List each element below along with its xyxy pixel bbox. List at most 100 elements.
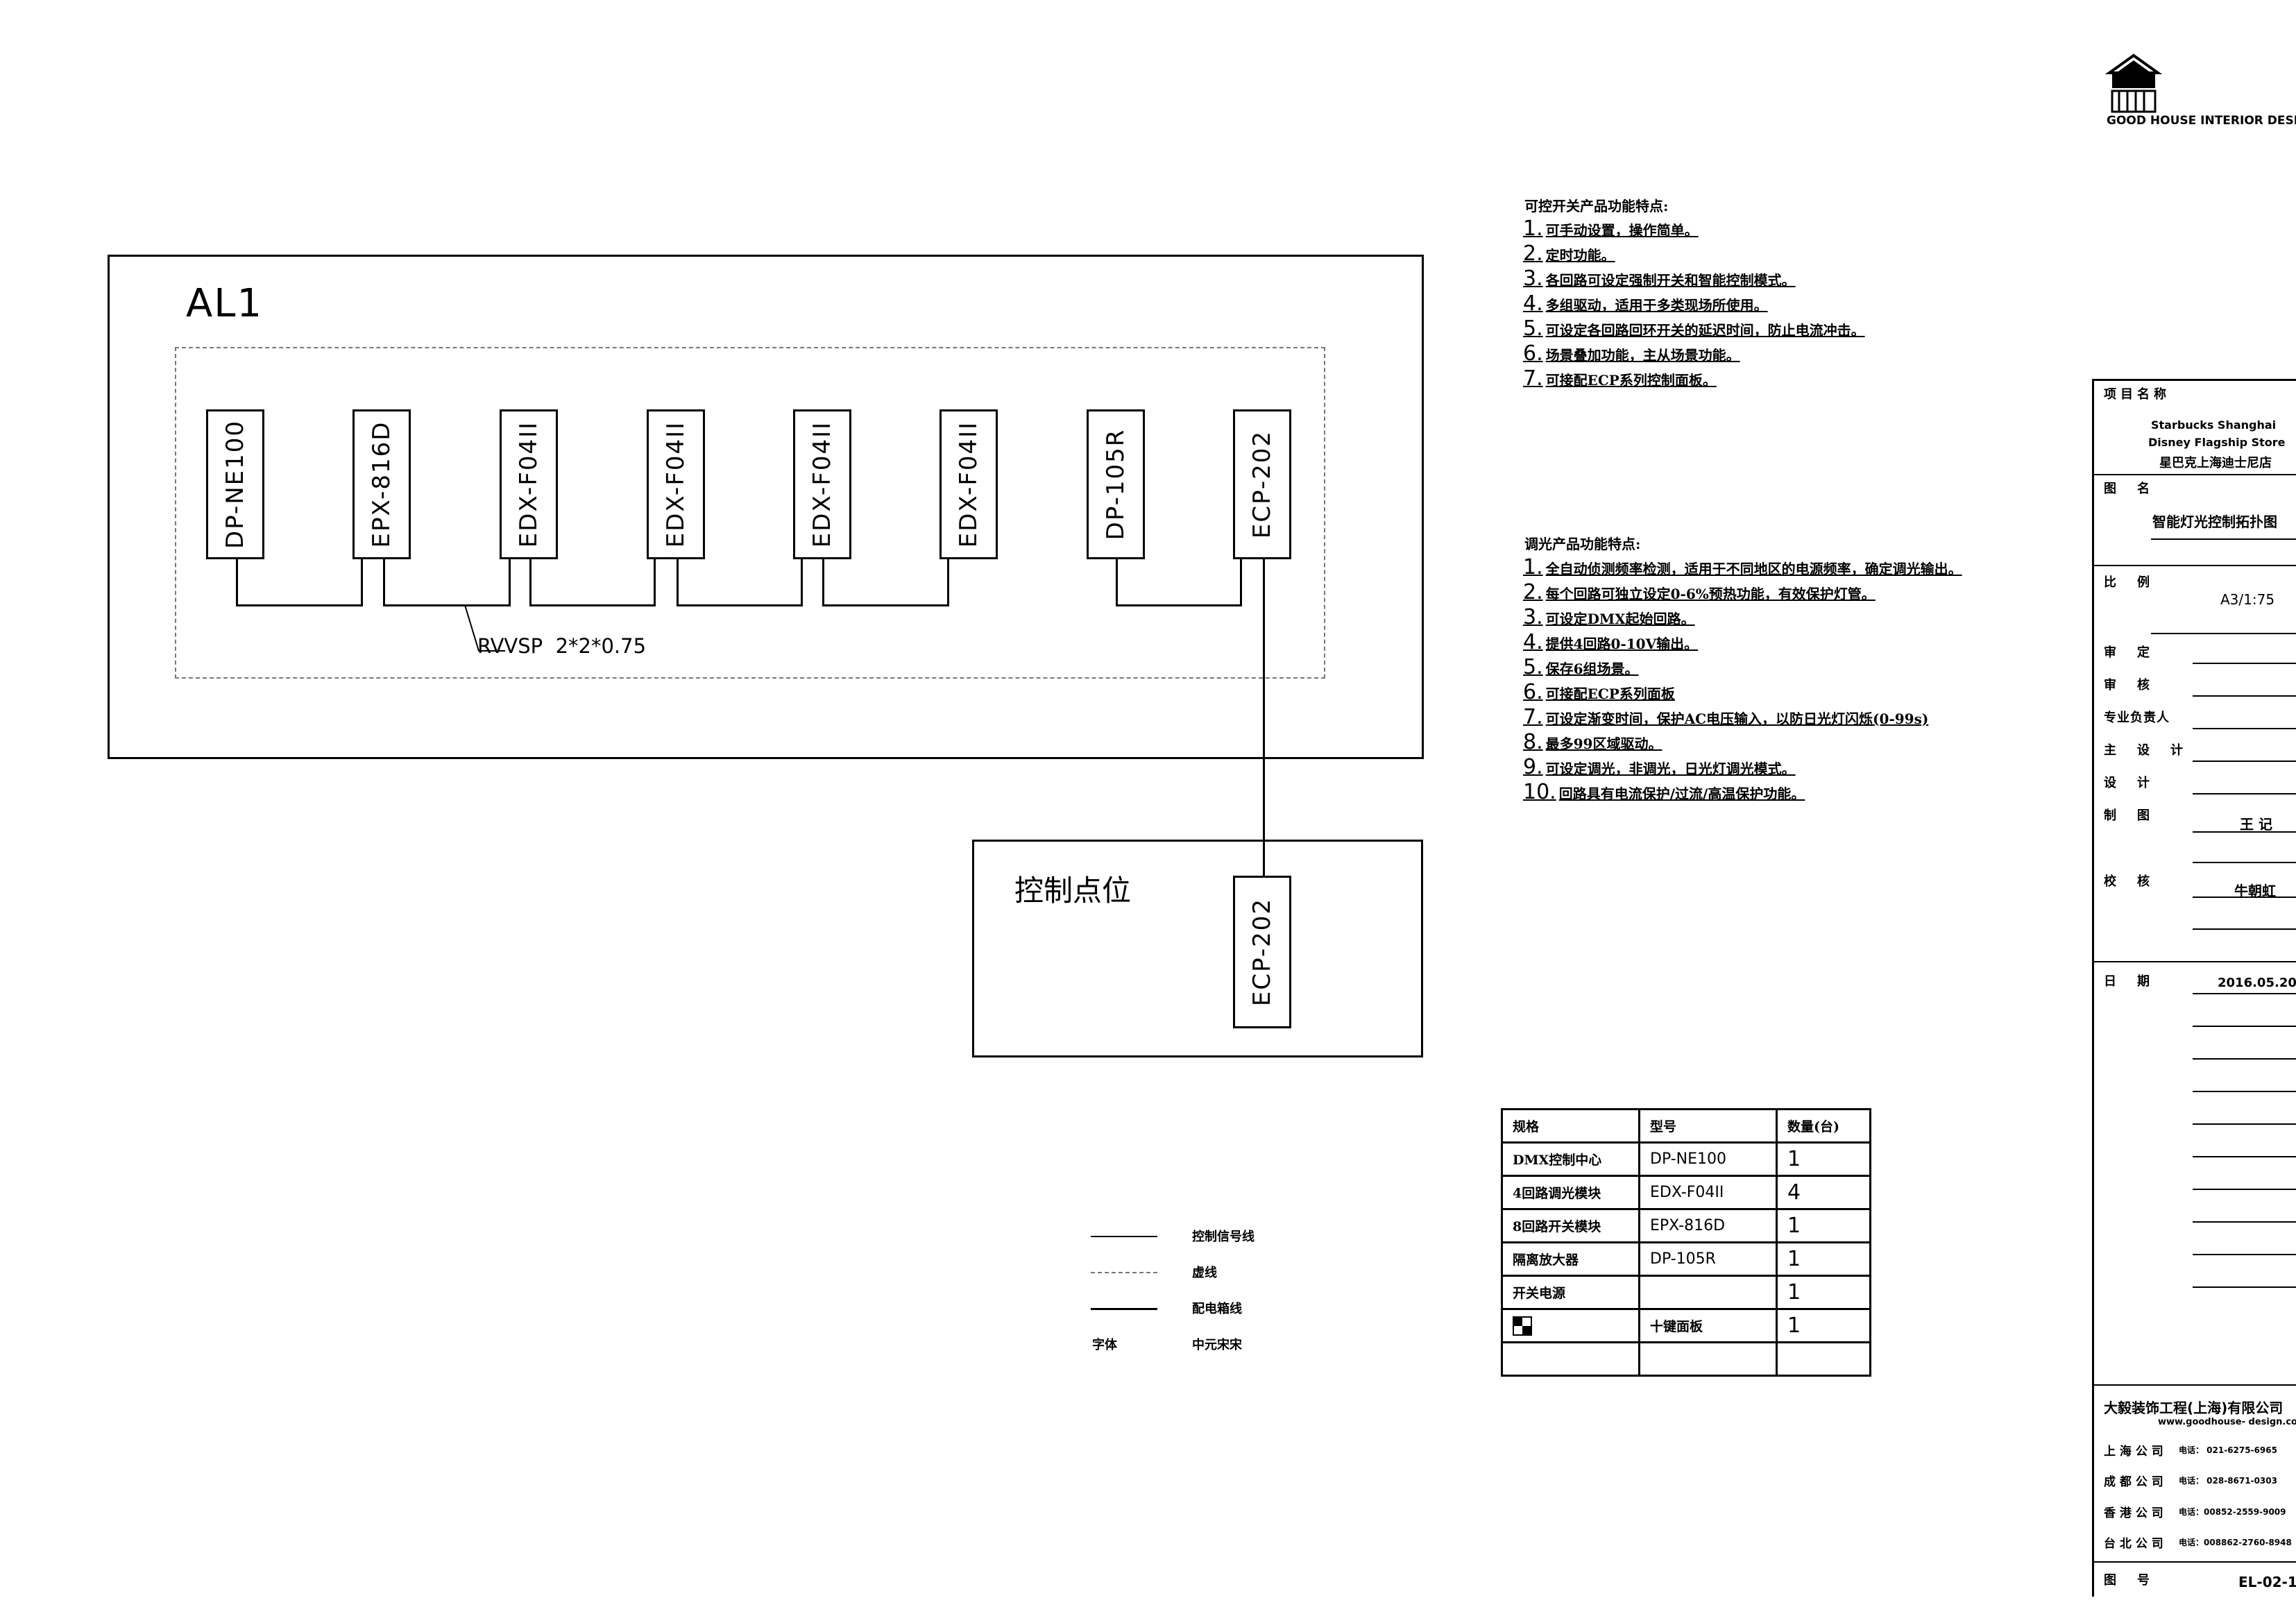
equipment-spec-table: 规格 型号 数量(台) DMX控制中心 DP-NE100 1 4回路调光模块 E… — [1501, 1108, 1871, 1377]
tb-divider — [2094, 565, 2296, 566]
table-cell — [1501, 1308, 1640, 1343]
wire-segment — [361, 559, 363, 605]
dimmer-note: 3.可设定DMX起始回路。 — [1523, 605, 1695, 629]
dimmer-note: 8.最多99区域驱动。 — [1523, 730, 1663, 754]
tb-divider — [2193, 1221, 2296, 1223]
module-edx-f04ii-4: EDX-F04II — [939, 409, 998, 559]
date-value: 2016.05.20 — [2218, 976, 2296, 990]
switch-note: 4.多组驱动，适用于多类现场所使用。 — [1523, 291, 1768, 316]
module-edx-f04ii-1: EDX-F04II — [500, 409, 558, 559]
switch-note: 7.可接配ECP系列控制面板。 — [1523, 366, 1717, 391]
company-name: 大毅装饰工程(上海)有限公司 — [2104, 1400, 2284, 1416]
wire-segment — [947, 559, 949, 605]
tb-divider — [2193, 1156, 2296, 1157]
table-row: DMX控制中心 DP-NE100 1 — [1501, 1141, 1871, 1177]
approve-label: 审 定 — [2104, 645, 2154, 660]
tb-divider — [2193, 993, 2296, 994]
table-cell: 开关电源 — [1501, 1275, 1640, 1310]
wire-segment — [383, 559, 385, 605]
table-cell: 4回路调光模块 — [1501, 1175, 1640, 1210]
table-cell: 十键面板 — [1638, 1308, 1778, 1343]
al1-label: AL1 — [186, 281, 264, 326]
wire-segment — [383, 604, 511, 606]
table-cell: EPX-816D — [1638, 1208, 1778, 1243]
office-name: 成 都 公 司 — [2104, 1475, 2163, 1489]
module-label: EPX-816D — [368, 420, 396, 548]
tb-divider — [2151, 633, 2296, 634]
al1-panel — [108, 255, 1424, 759]
check-label: 校 核 — [2104, 874, 2154, 889]
dimmer-note: 1.全自动侦测频率检测，适用于不同地区的电源频率，确定调光输出。 — [1523, 555, 1962, 579]
office-phone: 电话： 021-6275-6965 — [2179, 1445, 2277, 1455]
wire-segment — [1240, 559, 1242, 605]
table-cell — [1638, 1341, 1778, 1377]
control-point-label: 控制点位 — [1014, 874, 1132, 908]
scale-label: 比 例 — [2104, 575, 2154, 590]
table-cell: DP-NE100 — [1638, 1141, 1778, 1177]
table-cell: 1 — [1776, 1141, 1871, 1177]
wire-segment — [1116, 559, 1118, 605]
trunk-to-control-point — [1263, 559, 1265, 876]
legend-line-solid — [1091, 1308, 1157, 1310]
tb-divider — [2193, 1189, 2296, 1190]
wire-segment — [236, 604, 363, 606]
switch-note: 1.可手动设置，操作简单。 — [1523, 216, 1699, 241]
tb-divider — [2094, 961, 2296, 962]
table-cell: 1 — [1776, 1241, 1871, 1277]
control-module-ecp-202: ECP-202 — [1233, 876, 1291, 1028]
tb-divider — [2193, 1286, 2296, 1288]
module-label: DP-NE100 — [221, 419, 249, 550]
table-cell — [1501, 1341, 1640, 1377]
drawing-name: 智能灯光控制拓扑图 — [2152, 513, 2277, 530]
legend-label: 虚线 — [1192, 1266, 1217, 1280]
tb-divider — [2094, 1561, 2296, 1563]
wire-segment — [529, 559, 532, 605]
legend-key: 字体 — [1092, 1338, 1117, 1352]
tb-divider — [2193, 663, 2296, 664]
wire-segment — [677, 559, 679, 605]
wire-segment — [822, 604, 949, 606]
module-label: ECP-202 — [1248, 897, 1276, 1007]
module-label: DP-105R — [1102, 428, 1130, 541]
al1-inner-dashed-frame — [175, 347, 1325, 679]
dimmer-note: 4.提供4回路0-10V输出。 — [1523, 630, 1699, 654]
wire-segment — [509, 559, 511, 605]
dimmer-note: 7.可设定渐变时间，保护AC电压输入，以防日光灯闪烁(0-99s) — [1523, 705, 1929, 729]
tb-divider — [2151, 538, 2296, 540]
tb-divider — [2094, 474, 2296, 475]
project-name-en-2: Disney Flagship Store — [2148, 436, 2286, 449]
table-row: 8回路开关模块 EPX-816D 1 — [1501, 1208, 1871, 1243]
module-edx-f04ii-2: EDX-F04II — [647, 409, 705, 559]
switch-note: 3.各回路可设定强制开关和智能控制模式。 — [1523, 266, 1796, 291]
house-logo-icon — [2104, 53, 2163, 113]
tb-divider — [2193, 793, 2296, 794]
legend-line-solid — [1091, 1236, 1157, 1237]
tb-divider — [2094, 1384, 2296, 1386]
legend-line-dashed — [1091, 1272, 1157, 1273]
table-row: 十键面板 1 — [1501, 1308, 1871, 1343]
module-label: EDX-F04II — [515, 420, 543, 548]
module-label: ECP-202 — [1248, 430, 1276, 539]
tb-divider — [2193, 760, 2296, 762]
chief-designer-label: 主 设 计 — [2104, 743, 2187, 758]
table-row — [1501, 1341, 1871, 1377]
module-label: EDX-F04II — [662, 420, 690, 548]
drawn-by-value: 王 记 — [2240, 816, 2272, 833]
switch-note: 2.定时功能。 — [1523, 241, 1615, 266]
table-cell: 1 — [1776, 1308, 1871, 1343]
table-cell: 8回路开关模块 — [1501, 1208, 1640, 1243]
designer-label: 设 计 — [2104, 776, 2154, 790]
dimmer-note: 2.每个回路可独立设定0-6%预热功能，有效保护灯管。 — [1523, 580, 1876, 604]
table-cell: 1 — [1776, 1275, 1871, 1310]
wire-segment — [822, 559, 824, 605]
table-cell: 4 — [1776, 1175, 1871, 1210]
table-cell: EDX-F04II — [1638, 1175, 1778, 1210]
wire-segment — [236, 559, 238, 605]
project-name-en-1: Starbucks Shanghai — [2151, 418, 2277, 432]
wire-segment — [654, 559, 656, 605]
company-website: www.goodhouse- design.com — [2158, 1417, 2296, 1427]
tb-divider — [2193, 1026, 2296, 1027]
date-label: 日 期 — [2104, 974, 2154, 989]
module-label: EDX-F04II — [808, 420, 836, 548]
tb-divider — [2193, 862, 2296, 863]
